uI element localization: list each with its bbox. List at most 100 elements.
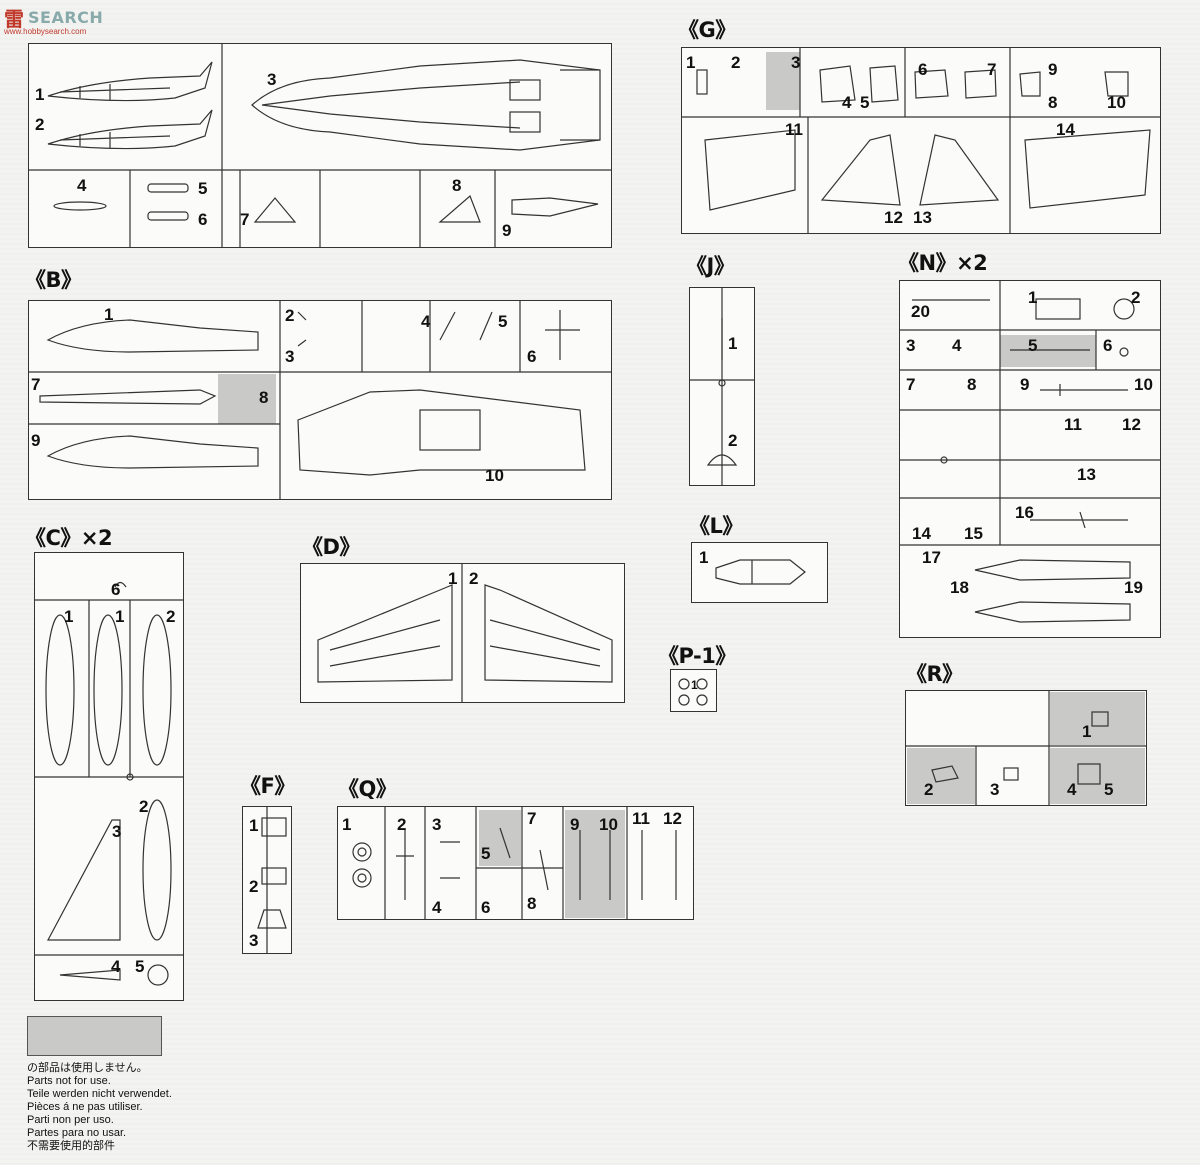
sprue-title-q: 《Q》 — [338, 777, 397, 801]
part-number: 3 — [990, 780, 1000, 799]
legend-line-zh: 不需要使用的部件 — [27, 1140, 115, 1152]
part-number: 4 — [952, 336, 962, 355]
legend-line-fr: Pièces á ne pas utiliser. — [27, 1101, 143, 1113]
sprue-title-l: 《L》 — [689, 514, 743, 538]
part-number: 5 — [481, 844, 491, 863]
part-number: 3 — [791, 53, 801, 72]
part-number: 3 — [249, 931, 259, 950]
legend-line-de: Teile werden nicht verwendet. — [27, 1088, 172, 1100]
part-number: 14 — [912, 524, 931, 543]
part-number: 14 — [1056, 120, 1075, 139]
part-number: 3 — [112, 822, 122, 841]
part-number: 12 — [1122, 415, 1141, 434]
sprue-title-d: 《D》 — [302, 535, 360, 559]
legend-line-es: Partes para no usar. — [27, 1127, 127, 1139]
legend-line-it: Parti non per uso. — [27, 1114, 114, 1126]
part-number: 2 — [731, 53, 741, 72]
part-number: 8 — [259, 388, 269, 407]
part-number: 12 — [663, 809, 682, 828]
part-number: 6 — [481, 898, 491, 917]
part-number: 3 — [267, 70, 277, 89]
part-number: 18 — [950, 578, 969, 597]
part-number: 9 — [31, 431, 41, 450]
sprue-b — [28, 300, 612, 500]
part-number: 16 — [1015, 503, 1034, 522]
part-number: 2 — [35, 115, 45, 134]
part-number: 7 — [906, 375, 916, 394]
part-number: 10 — [599, 815, 618, 834]
part-number: 2 — [397, 815, 407, 834]
part-number: 1 — [342, 815, 352, 834]
part-number: 2 — [924, 780, 934, 799]
part-number: 4 — [421, 312, 431, 331]
part-number: 4 — [432, 898, 442, 917]
part-number: 9 — [1020, 375, 1030, 394]
part-number: 9 — [570, 815, 580, 834]
part-number: 5 — [1028, 336, 1038, 355]
unused-parts-swatch — [27, 1016, 162, 1056]
part-number: 2 — [469, 569, 479, 588]
part-number: 19 — [1124, 578, 1143, 597]
part-number: 7 — [31, 375, 41, 394]
logo-text: SEARCH — [28, 7, 104, 27]
part-number: 10 — [1107, 93, 1126, 112]
legend-line-ja: の部品は使用しません。 — [27, 1062, 148, 1074]
part-number: 8 — [967, 375, 977, 394]
part-number: 2 — [166, 607, 176, 626]
legend-line-en: Parts not for use. — [27, 1075, 111, 1087]
sprue-title-p1: 《P-1》 — [658, 644, 736, 668]
part-number: 10 — [485, 466, 504, 485]
part-number: 8 — [1048, 93, 1058, 112]
sprue-title-r: 《R》 — [906, 662, 963, 686]
part-number: 1 — [35, 85, 45, 104]
part-number: 7 — [240, 210, 250, 229]
part-number: 1 — [691, 678, 698, 692]
part-number: 11 — [632, 809, 650, 828]
logo-url: www.hobbysearch.com — [4, 27, 87, 36]
part-number: 11 — [1064, 415, 1082, 434]
part-number: 6 — [198, 210, 208, 229]
part-number: 8 — [527, 894, 537, 913]
part-number: 1 — [699, 548, 709, 567]
part-number: 20 — [911, 302, 930, 321]
sprue-title-f: 《F》 — [240, 774, 295, 798]
part-number: 5 — [135, 957, 145, 976]
part-number: 1 — [1028, 288, 1038, 307]
sprue-title-n: 《N》×2 — [898, 251, 988, 275]
sprue-title-b: 《B》 — [25, 268, 82, 292]
part-number: 6 — [918, 60, 928, 79]
part-number: 9 — [1048, 60, 1058, 79]
part-number: 1 — [249, 816, 259, 835]
sprue-title-c: 《C》×2 — [25, 526, 113, 550]
part-number: 1 — [104, 305, 114, 324]
unused-parts-legend: の部品は使用しません。 Parts not for use. Teile wer… — [27, 1062, 172, 1153]
part-number: 6 — [1103, 336, 1113, 355]
watermark-logo: 雷 SEARCH — [4, 2, 103, 32]
part-number: 1 — [448, 569, 458, 588]
part-number: 4 — [111, 957, 121, 976]
sprue-title-j: 《J》 — [686, 254, 735, 278]
part-number: 13 — [1077, 465, 1096, 484]
part-number: 5 — [1104, 780, 1114, 799]
part-number: 3 — [432, 815, 442, 834]
part-number: 13 — [913, 208, 932, 227]
part-number: 2 — [728, 431, 738, 450]
part-number: 5 — [498, 312, 508, 331]
part-number: 5 — [860, 93, 870, 112]
part-number: 6 — [527, 347, 537, 366]
part-number: 1 — [115, 607, 125, 626]
part-number: 12 — [884, 208, 903, 227]
part-number: 11 — [785, 120, 803, 139]
part-number: 2 — [1131, 288, 1141, 307]
logo-mark: 雷 — [4, 6, 24, 31]
part-number: 1 — [728, 334, 738, 353]
